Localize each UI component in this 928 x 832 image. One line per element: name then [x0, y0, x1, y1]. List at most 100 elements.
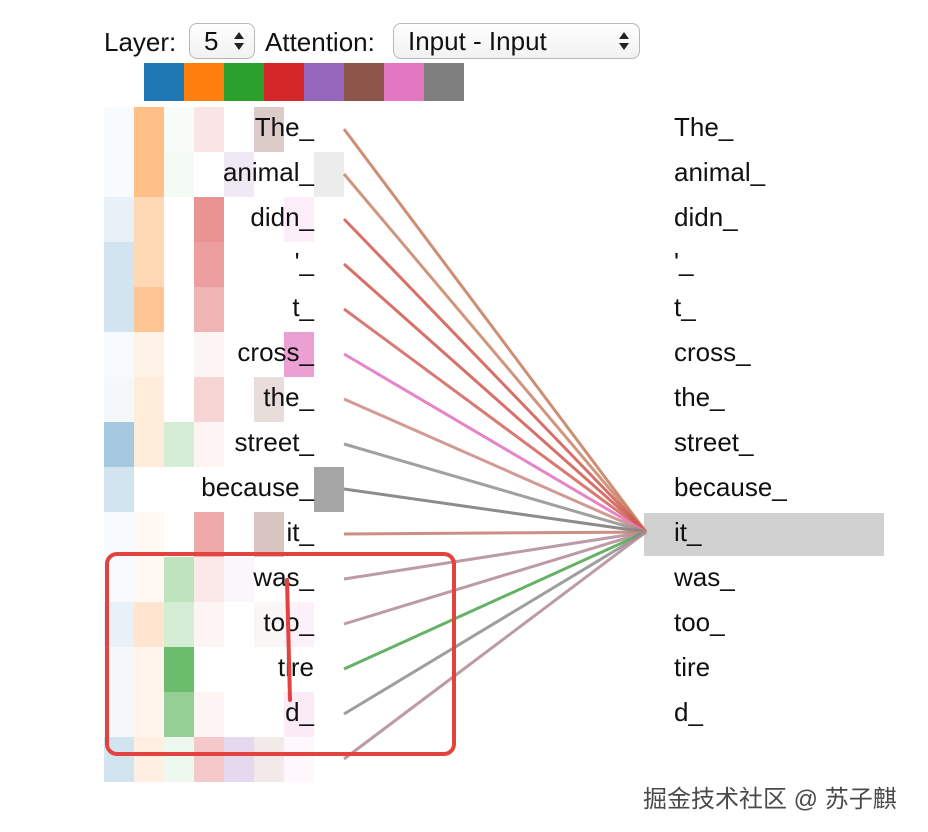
heatmap-cell [104, 197, 134, 242]
right-token[interactable]: tire [674, 652, 711, 682]
head-color-swatch[interactable] [304, 63, 344, 101]
attention-line [343, 530, 647, 626]
heatmap-cell [134, 152, 164, 197]
heatmap-cell [194, 197, 224, 242]
attention-line [343, 530, 647, 536]
left-token[interactable]: '_ [294, 247, 314, 277]
heatmap-cell [194, 602, 224, 647]
watermark: 掘金技术社区 @ 苏子麒 [643, 786, 897, 813]
attention-value: Input - Input [408, 26, 547, 56]
heatmap-cell [104, 242, 134, 287]
attention-line [343, 397, 647, 534]
attention-label: Attention: [265, 27, 375, 57]
heatmap-cell [224, 737, 254, 782]
right-token[interactable]: too_ [674, 607, 725, 637]
heatmap-cell [284, 737, 314, 782]
heatmap-cell [194, 422, 224, 467]
heatmap-cell [134, 377, 164, 422]
left-token[interactable]: cross_ [237, 337, 314, 367]
left-token[interactable]: The_ [254, 112, 314, 142]
attention-line [343, 307, 647, 534]
left-token[interactable]: street_ [234, 427, 315, 457]
attention-line [343, 487, 647, 534]
right-token[interactable]: didn_ [674, 202, 738, 232]
heatmap-cell [194, 242, 224, 287]
attention-line [342, 217, 648, 534]
head-color-swatch[interactable] [264, 63, 304, 101]
right-token[interactable]: it_ [674, 517, 702, 547]
selected-token-highlight [644, 513, 884, 556]
attention-line [343, 530, 647, 716]
heatmap-cell [194, 107, 224, 152]
head-color-swatch[interactable] [144, 63, 184, 101]
heatmap-cell [104, 422, 134, 467]
heatmap-cell [164, 152, 194, 197]
heatmap-cell [134, 692, 164, 737]
left-token[interactable]: d_ [285, 697, 314, 727]
heatmap-cell [164, 602, 194, 647]
attention-line [343, 530, 647, 761]
heatmap-cell [164, 692, 194, 737]
left-token[interactable]: animal_ [222, 157, 314, 187]
heatmap-cell [194, 737, 224, 782]
heatmap-cell [254, 737, 284, 782]
heatmap-cell [134, 242, 164, 287]
left-token[interactable]: it_ [286, 517, 314, 547]
heatmap-cell [194, 332, 224, 377]
heatmap-cell [314, 152, 344, 197]
head-color-swatch[interactable] [424, 63, 464, 101]
heatmap-cell [254, 107, 284, 152]
heatmap-cell [224, 557, 254, 602]
right-token[interactable]: t_ [674, 292, 696, 322]
attention-line [343, 530, 647, 581]
left-token[interactable]: tire [277, 652, 314, 682]
right-token[interactable]: The_ [674, 112, 734, 142]
heatmap-cell [194, 377, 224, 422]
heatmap-cell [314, 467, 344, 512]
annotation-box [105, 552, 456, 756]
heatmap-cell [134, 197, 164, 242]
left-token[interactable]: didn_ [250, 202, 314, 232]
attention-select[interactable]: Input - Input [393, 23, 640, 59]
left-token[interactable]: because_ [201, 472, 314, 502]
heatmap-cell [104, 377, 134, 422]
right-token[interactable]: animal_ [674, 157, 766, 187]
heatmap-cell [284, 197, 314, 242]
heatmap-cell [134, 332, 164, 377]
attention-line [342, 173, 648, 533]
heatmap-cell [284, 332, 314, 377]
right-token[interactable]: was_ [674, 562, 735, 592]
heatmap-cell [104, 602, 134, 647]
layer-select[interactable]: 5 [189, 23, 255, 59]
heatmap-cell [134, 512, 164, 557]
right-token[interactable]: street_ [674, 427, 754, 457]
right-token[interactable]: the_ [674, 382, 725, 412]
right-token[interactable]: cross_ [674, 337, 751, 367]
heatmap-cell [254, 377, 284, 422]
heatmap-cell [104, 287, 134, 332]
head-color-swatch[interactable] [184, 63, 224, 101]
heatmap-cell [224, 152, 254, 197]
right-token[interactable]: because_ [674, 472, 787, 502]
head-color-swatch[interactable] [224, 63, 264, 101]
head-color-swatch[interactable] [384, 63, 424, 101]
left-token[interactable]: t_ [292, 292, 314, 322]
right-token[interactable]: '_ [674, 247, 694, 277]
heatmap-cell [134, 287, 164, 332]
heatmap-cell [104, 467, 134, 512]
heatmap-cell [194, 287, 224, 332]
attention-line [342, 128, 648, 533]
heatmap-cell [164, 647, 194, 692]
attention-line [343, 530, 647, 671]
left-token[interactable]: the_ [263, 382, 314, 412]
head-color-swatch[interactable] [344, 63, 384, 101]
heatmap-cell [134, 737, 164, 782]
layer-label: Layer: [104, 27, 177, 57]
left-token[interactable]: was_ [253, 562, 314, 592]
heatmap-cell [254, 512, 284, 557]
attention-line [343, 262, 647, 534]
right-token[interactable]: d_ [674, 697, 703, 727]
heatmap-cell [194, 512, 224, 557]
heatmap-cell [134, 647, 164, 692]
